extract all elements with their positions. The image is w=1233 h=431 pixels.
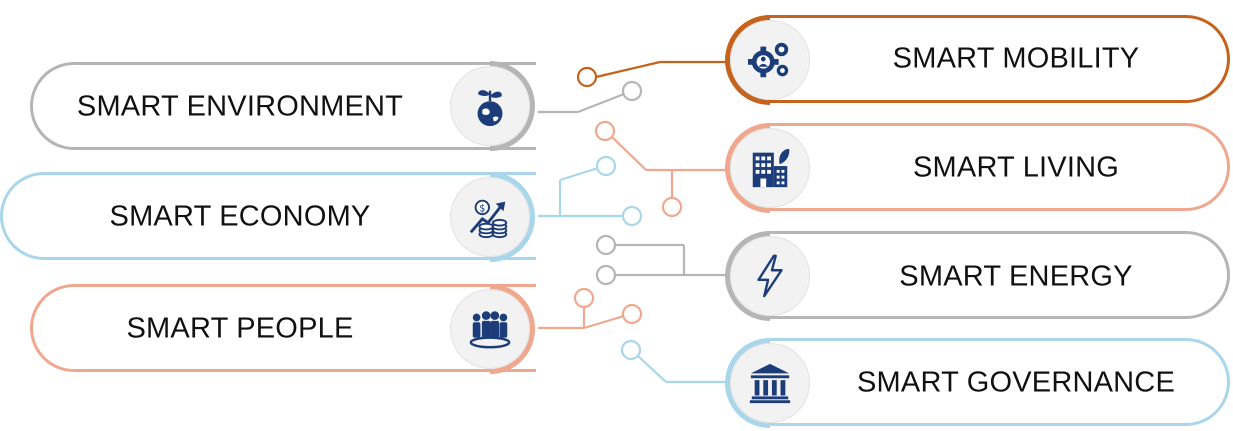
connector-mobility	[576, 60, 728, 88]
svg-text:$: $	[479, 203, 485, 214]
gears-person-icon	[747, 42, 789, 78]
ring-living	[725, 123, 771, 213]
label-smart-environment: SMART ENVIRONMENT	[76, 90, 404, 123]
ring-economy	[489, 172, 535, 262]
pill-smart-economy	[0, 172, 536, 260]
ring-environment	[489, 61, 535, 151]
people-group-icon	[469, 311, 511, 349]
label-smart-people: SMART PEOPLE	[126, 312, 354, 345]
coins-growth-icon: $	[469, 199, 508, 239]
ring-governance	[725, 338, 771, 428]
ring-energy	[725, 231, 771, 321]
bank-building-icon	[749, 363, 791, 404]
label-smart-living: SMART LIVING	[913, 151, 1119, 184]
badge-economy: $	[450, 177, 530, 257]
label-smart-energy: SMART ENERGY	[899, 260, 1133, 293]
pill-smart-governance	[770, 338, 1230, 426]
connector-people	[538, 287, 643, 330]
ring-mobility	[725, 15, 771, 105]
ring-people	[489, 284, 535, 374]
connector-energy	[595, 234, 730, 286]
connector-governance	[620, 339, 730, 384]
connector-economy	[538, 155, 643, 227]
pill-smart-energy	[770, 231, 1230, 319]
building-leaf-icon	[752, 148, 790, 188]
connector-environment	[538, 80, 643, 114]
pill-smart-living	[770, 123, 1230, 211]
badge-governance	[730, 343, 810, 423]
connector-living	[594, 120, 730, 218]
label-smart-governance: SMART GOVERNANCE	[857, 366, 1175, 399]
plant-globe-icon	[477, 90, 503, 127]
label-smart-economy: SMART ECONOMY	[109, 200, 371, 233]
badge-living	[730, 128, 810, 208]
pill-smart-mobility	[770, 15, 1230, 103]
badge-mobility	[730, 20, 810, 100]
badge-people	[450, 289, 530, 369]
badge-environment	[450, 66, 530, 146]
lightning-icon	[757, 254, 783, 298]
badge-energy	[730, 236, 810, 316]
label-smart-mobility: SMART MOBILITY	[892, 42, 1140, 75]
